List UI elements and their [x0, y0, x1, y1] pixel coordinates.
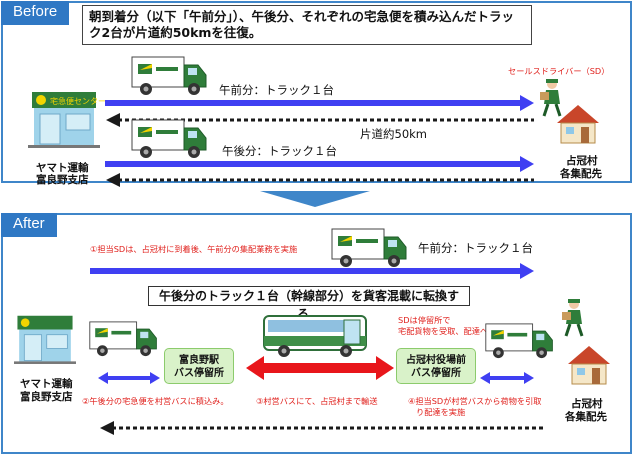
bus-icon: [263, 315, 367, 357]
origin-label-line1: ヤマト運輸: [36, 162, 89, 174]
after-origin-line2: 富良野支店: [20, 391, 73, 403]
before-am-label: 午前分：トラック１台: [219, 83, 334, 97]
after-am-label: 午前分：トラック１台: [418, 241, 533, 255]
bus-stop-furano: 富良野駅 バス停留所: [164, 348, 234, 384]
house-icon: [568, 346, 610, 385]
delivery-driver-icon: [562, 299, 584, 337]
truck-icon: [89, 321, 157, 357]
dest-label-line2: 各集配先: [560, 168, 602, 180]
truck-icon: [331, 228, 407, 267]
bus-stop-shimukappu: 占冠村役場前 バス停留所: [396, 348, 476, 384]
truck-icon: [485, 323, 553, 359]
note-1: ①担当SDは、占冠村に到着後、午前分の集配業務を実施: [90, 244, 298, 254]
note-4-line2: り配達を実施: [416, 407, 466, 417]
origin-label-line2: 富良野支店: [36, 174, 89, 186]
truck-icon: [131, 56, 207, 95]
before-route-arrows: [105, 95, 534, 187]
bus-stop-shimukappu-line1: 占冠村役場前: [406, 355, 466, 366]
store-sign-text: 宅急便センター: [50, 96, 106, 106]
dest-label-line1: 占冠村: [566, 155, 598, 167]
house-icon: [557, 105, 599, 144]
note-3: ③村営バスにて、占冠村まで輸送: [256, 396, 378, 406]
delivery-driver-icon: [540, 79, 562, 117]
store-icon: 宅急便センター: [28, 92, 106, 148]
before-tab: Before: [1, 1, 70, 25]
before-pm-label: 午後分：トラック１台: [222, 144, 337, 158]
after-banner: 午後分のトラック１台（幹線部分）を貨客混載に転換する。: [148, 286, 470, 321]
bus-stop-furano-line1: 富良野駅: [179, 355, 219, 366]
store-icon: [14, 315, 76, 364]
note-4-line1: ④担当SDが村営バスから荷物を引取: [408, 396, 542, 406]
after-tab: After: [1, 213, 57, 237]
sd-note-line2: 宅配貨物を受取、配達へ: [398, 326, 489, 336]
transition-arrow-icon: [260, 191, 370, 207]
after-dest-line2: 各集配先: [565, 411, 607, 423]
after-origin-line1: ヤマト運輸: [20, 378, 73, 390]
distance-label: 片道約50km: [360, 127, 427, 141]
note-2: ②午後分の宅急便を村営バスに積込み。: [82, 396, 229, 406]
bus-stop-furano-line2: バス停留所: [174, 368, 224, 379]
driver-label: セールスドライバー（SD）: [508, 66, 610, 76]
after-dest-line1: 占冠村: [571, 398, 603, 410]
bus-stop-shimukappu-line2: バス停留所: [411, 368, 461, 379]
before-description: 朝到着分（以下「午前分」）、午後分、それぞれの宅急便を積み込んだトラック2台が片…: [82, 5, 532, 45]
truck-icon: [131, 119, 207, 158]
sd-note-line1: SDは停留所で: [398, 315, 451, 325]
